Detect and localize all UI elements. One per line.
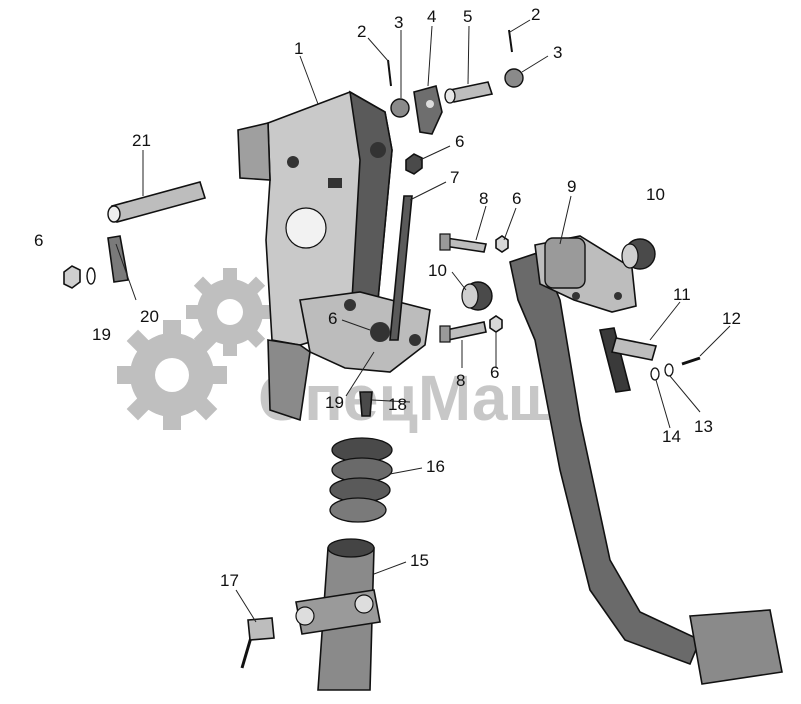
callout-8: 8: [456, 371, 465, 390]
nut-upper: [405, 153, 423, 175]
stop-bracket: [599, 327, 631, 393]
callout-15: 15: [410, 551, 429, 570]
callout-10: 10: [428, 261, 447, 280]
callout-12: 12: [722, 309, 741, 328]
callout-8: 8: [479, 189, 488, 208]
clevis-pin: [444, 81, 494, 104]
callout-6: 6: [455, 132, 464, 151]
bolt-upper: [439, 233, 487, 253]
callout-6: 6: [490, 363, 499, 382]
washer-left: [86, 267, 96, 285]
lock-plate: [107, 235, 129, 283]
rubber-boot: [329, 437, 393, 523]
callout-4: 4: [427, 7, 436, 26]
callout-20: 20: [140, 307, 159, 326]
callout-18: 18: [388, 395, 407, 414]
callouts: 1 2 3 4 5 2 3 6 7 8 6 9 10 21 6 19 20 10…: [34, 5, 741, 590]
callout-3: 3: [553, 43, 562, 62]
castle-nut-left: [390, 98, 410, 118]
callout-9: 9: [567, 177, 576, 196]
cotter-pin-right: [508, 29, 513, 53]
bolt-18: [359, 391, 373, 417]
callout-14: 14: [662, 427, 681, 446]
callout-6: 6: [34, 231, 43, 250]
callout-19: 19: [325, 393, 344, 412]
push-rod: [389, 195, 413, 341]
callout-1: 1: [294, 39, 303, 58]
bolt-lower: [439, 321, 487, 343]
bushing-right: [621, 238, 656, 270]
master-cylinder: [295, 538, 381, 691]
bushing-left: [461, 281, 493, 311]
callout-2: 2: [357, 22, 366, 41]
callout-19: 19: [92, 325, 111, 344]
callout-3: 3: [394, 13, 403, 32]
callout-17: 17: [220, 571, 239, 590]
clevis-fork: [413, 85, 443, 135]
washer-14: [650, 367, 660, 381]
watermark: СпецМаш: [117, 268, 561, 434]
nut-mid-lower: [489, 315, 503, 333]
callout-6: 6: [328, 309, 337, 328]
callout-10: 10: [646, 185, 665, 204]
watermark-text: СпецМаш: [258, 362, 561, 434]
spring: [610, 337, 658, 361]
callout-21: 21: [132, 131, 151, 150]
callout-5: 5: [463, 7, 472, 26]
callout-13: 13: [694, 417, 713, 436]
washer-13: [664, 363, 674, 377]
callout-2: 2: [531, 5, 540, 24]
bleeder-valve: [240, 617, 275, 669]
callout-6: 6: [512, 189, 521, 208]
leader-lines: [115, 19, 731, 623]
screw: [681, 356, 701, 366]
cotter-pin-left: [387, 59, 392, 87]
pedal-bracket: [237, 90, 431, 422]
callout-11: 11: [673, 285, 691, 304]
callout-7: 7: [450, 168, 459, 187]
callout-16: 16: [426, 457, 445, 476]
gear-icon: [117, 320, 227, 430]
pivot-pin: [107, 181, 207, 223]
clutch-pedal: [509, 235, 783, 685]
nut-mid-upper: [495, 235, 509, 253]
castle-nut-right: [504, 68, 524, 88]
nut-left: [63, 265, 81, 289]
